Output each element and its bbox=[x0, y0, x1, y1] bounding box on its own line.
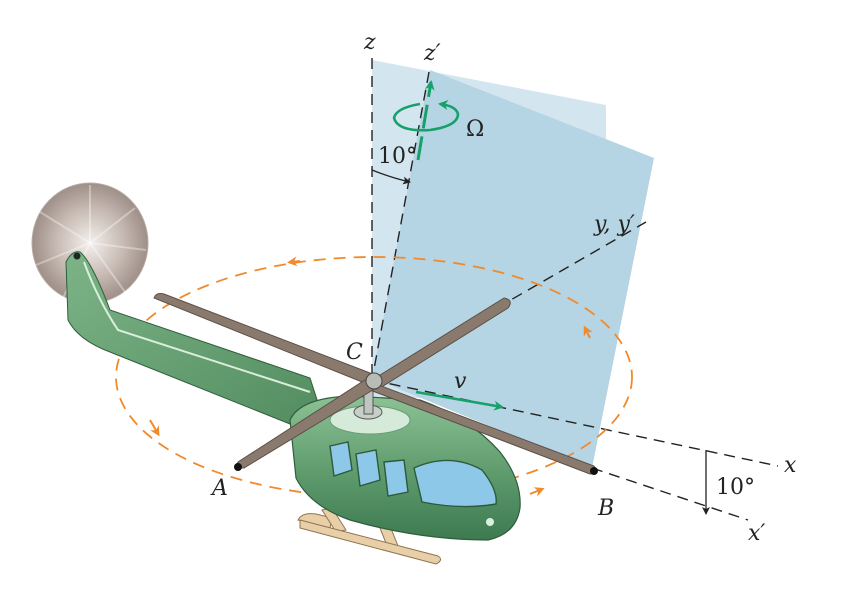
blade-tip-b bbox=[590, 467, 598, 475]
orbit-arrow-bottom bbox=[529, 487, 545, 497]
orbit-arrow-right bbox=[583, 325, 593, 339]
blade-tip-a bbox=[234, 463, 242, 471]
main-rotor-blades bbox=[153, 293, 597, 475]
tilted-plane bbox=[372, 70, 654, 468]
cabin-windows bbox=[329, 441, 497, 508]
label-y-pair: y, y′ bbox=[593, 212, 635, 237]
angle-arc-top bbox=[371, 169, 411, 185]
label-z-prime: z′ bbox=[423, 41, 441, 66]
tail-boom-stripe bbox=[83, 261, 311, 393]
x-prime-axis bbox=[591, 467, 749, 521]
x-axis bbox=[371, 379, 779, 467]
label-x: x bbox=[784, 453, 797, 478]
curved-rotation-arrow-icon bbox=[392, 100, 460, 132]
label-a: A bbox=[210, 476, 228, 501]
tail-pivot bbox=[73, 252, 81, 260]
label-x-prime: x′ bbox=[748, 521, 765, 546]
omega-vector bbox=[416, 80, 435, 161]
label-angle-right: 10° bbox=[716, 475, 755, 500]
label-b: B bbox=[597, 496, 614, 521]
landing-skids bbox=[297, 507, 442, 565]
nose-light bbox=[486, 518, 494, 526]
orbit-arrow-top bbox=[287, 256, 301, 267]
velocity-vector bbox=[415, 390, 504, 411]
tail-boom bbox=[65, 251, 331, 441]
label-angle-top: 10° bbox=[378, 144, 417, 169]
label-z: z bbox=[363, 30, 376, 55]
label-v: v bbox=[454, 369, 467, 394]
orbit-arrow-left bbox=[149, 419, 160, 437]
rotor-hub bbox=[365, 372, 383, 390]
label-omega: Ω bbox=[466, 117, 484, 142]
label-c: C bbox=[346, 340, 363, 365]
z-prime-axis bbox=[371, 71, 430, 381]
